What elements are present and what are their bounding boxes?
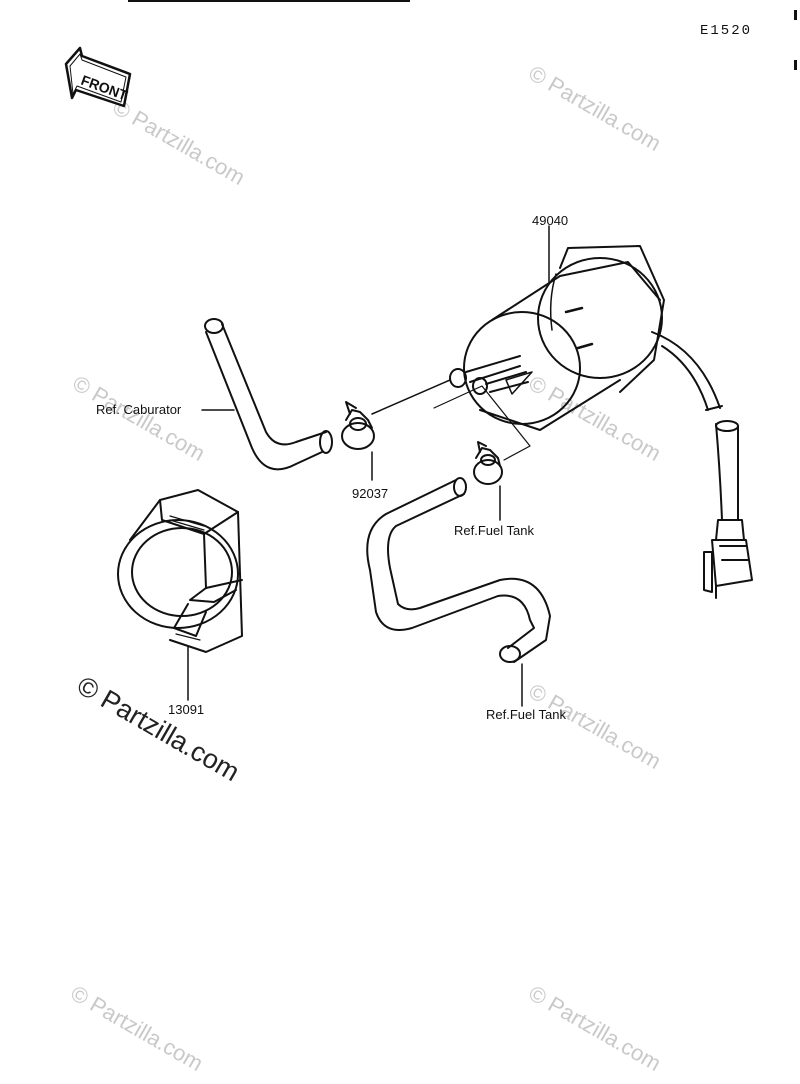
fuel-pump-part (449, 245, 753, 599)
mounting-bracket-part (117, 489, 243, 653)
corner-mark (794, 60, 797, 70)
callout-ref-carburetor: Ref. Caburator (96, 402, 182, 417)
corner-mark (794, 10, 797, 20)
callout-fuel-pump: 49040 (532, 213, 569, 228)
fuel-tank-hose-part (366, 477, 551, 663)
carburetor-hose-part (204, 318, 333, 471)
callout-clamp: 92037 (352, 486, 389, 501)
callout-ref-fuel-tank-1: Ref.Fuel Tank (454, 523, 534, 538)
hose-clamp-part (341, 401, 375, 450)
diagram-code: E1520 (700, 23, 753, 39)
top-border-line (128, 0, 410, 2)
front-arrow-icon: FRONT (64, 46, 132, 108)
callout-ref-fuel-tank-2: Ref.Fuel Tank (486, 707, 566, 722)
hose-clamp-part-2 (473, 441, 503, 485)
callout-bracket: 13091 (168, 702, 205, 717)
